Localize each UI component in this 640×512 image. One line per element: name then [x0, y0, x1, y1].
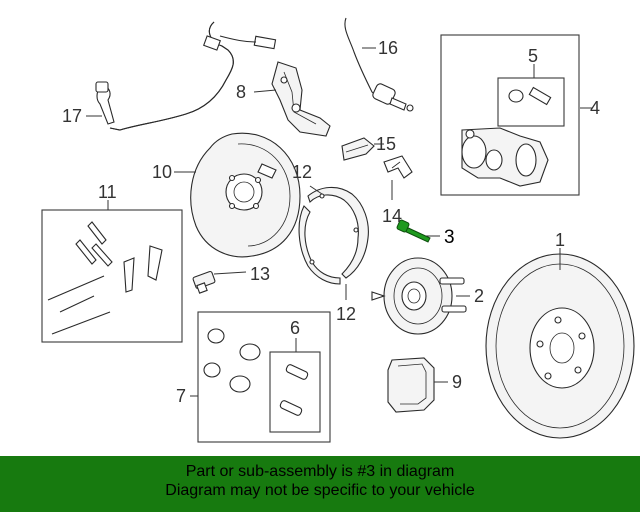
- callout-3: 3: [444, 227, 455, 248]
- info-banner: Part or sub-assembly is #3 in diagram Di…: [0, 456, 640, 512]
- callout-8: 8: [236, 82, 246, 102]
- callout-2: 2: [474, 286, 484, 306]
- retaining-spring: [383, 155, 413, 179]
- brake-pad: [387, 357, 435, 413]
- callout-13: 13: [250, 264, 270, 284]
- banner-line-1: Part or sub-assembly is #3 in diagram: [185, 463, 455, 480]
- wheel-speed-sensor: [344, 17, 414, 112]
- repair-kit-box: [197, 311, 331, 443]
- callout-12b: 12: [336, 304, 356, 324]
- hardware-kit-box: [41, 209, 183, 343]
- callout-11: 11: [98, 182, 117, 202]
- callout-7: 7: [176, 386, 186, 406]
- callout-16: 16: [378, 38, 398, 58]
- brake-rotor: [485, 253, 635, 439]
- adjuster-clip: [341, 137, 375, 161]
- callout-6: 6: [290, 318, 300, 338]
- callout-10: 10: [152, 162, 172, 182]
- parking-brake-bracket: [271, 61, 331, 137]
- callout-12a: 12: [292, 162, 312, 182]
- wheel-hub: [371, 257, 467, 335]
- callout-15: 15: [376, 134, 396, 154]
- backing-plate: [190, 132, 301, 258]
- callout-5: 5: [528, 46, 538, 66]
- hub-bolt-highlighted: [396, 219, 431, 243]
- callout-9: 9: [452, 372, 462, 392]
- callout-14: 14: [382, 206, 402, 226]
- abs-sensor-harness: [95, 21, 277, 131]
- banner-line-2: Diagram may not be specific to your vehi…: [165, 482, 475, 499]
- caliper-assembly-box: [440, 34, 580, 196]
- leader-lines: [86, 47, 592, 397]
- parking-brake-shoes: [298, 186, 369, 285]
- callout-1: 1: [555, 230, 565, 250]
- callout-4: 4: [590, 98, 600, 118]
- small-sensor: [192, 270, 216, 294]
- callout-17: 17: [62, 106, 82, 126]
